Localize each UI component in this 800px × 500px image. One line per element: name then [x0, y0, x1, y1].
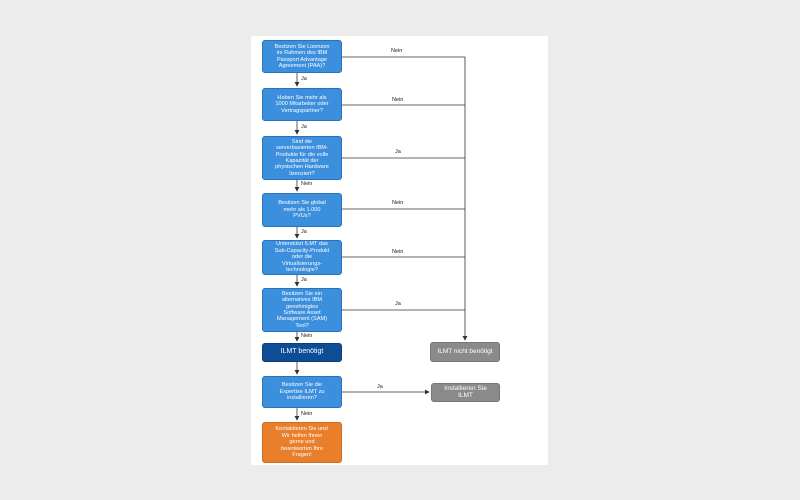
- label-q2-right: Nein: [392, 97, 404, 103]
- label-q7-down: Nein: [301, 411, 313, 417]
- node-ilmt-not-needed: ILMT nicht benötigt: [430, 342, 500, 362]
- label-q1-right: Nein: [391, 48, 403, 54]
- label-q3-right: Ja: [395, 149, 401, 155]
- node-ilmt-needed: ILMT benötigt: [262, 343, 342, 362]
- label-q4-right: Nein: [392, 200, 404, 206]
- label-q5-down: Ja: [301, 277, 307, 283]
- label-q6-down: Nein: [301, 333, 313, 339]
- label-q6-right: Ja: [395, 301, 401, 307]
- node-q1-paa-licenses: Besitzen Sie Lizenzen im Rahmen des IBM …: [262, 40, 342, 73]
- label-q2-down: Ja: [301, 124, 307, 130]
- node-install-ilmt: Installieren Sie ILMT: [431, 383, 500, 402]
- node-q5-sub-capacity: Unterstützt ILMT das Sub-Capacity-Produk…: [262, 240, 342, 275]
- label-q4-down: Ja: [301, 229, 307, 235]
- node-q3-full-capacity: Sind die serverbasierten IBM- Produkte f…: [262, 136, 342, 180]
- node-q7-expertise: Besitzen Sie die Expertise ILMT zu insta…: [262, 376, 342, 408]
- label-q5-right: Nein: [392, 249, 404, 255]
- node-contact-us: Kontaktieren Sie uns! Wir helfen Ihnen g…: [262, 422, 342, 463]
- label-q3-down: Nein: [301, 181, 313, 187]
- node-q6-sam-tool: Besitzen Sie ein alternatives IBM genehm…: [262, 288, 342, 332]
- label-q7-right: Ja: [377, 384, 383, 390]
- node-q2-employees: Haben Sie mehr als 1000 Mitarbeiter oder…: [262, 88, 342, 121]
- node-q4-pvus: Besitzen Sie global mehr als 1.000 PVUs?: [262, 193, 342, 227]
- label-q1-down: Ja: [301, 76, 307, 82]
